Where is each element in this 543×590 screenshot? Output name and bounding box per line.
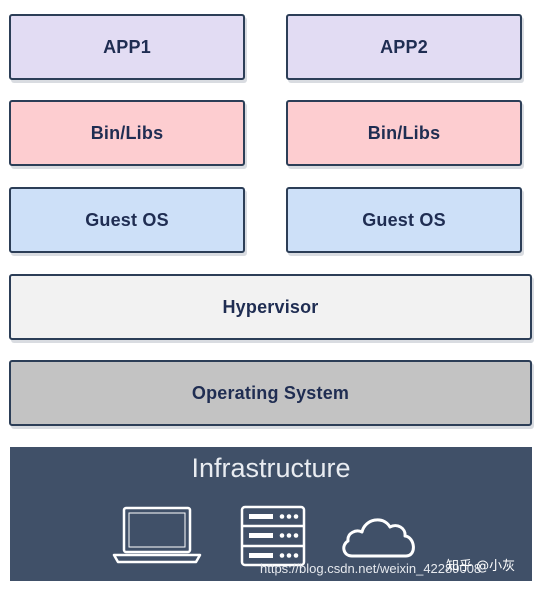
guest-os-block-right: Guest OS xyxy=(286,187,522,253)
hypervisor-label: Hypervisor xyxy=(222,296,319,317)
app2-block: APP2 xyxy=(286,14,522,80)
laptop-icon xyxy=(112,506,202,564)
zhihu-watermark: 知乎 @小灰 xyxy=(446,559,516,574)
watermark: 知乎 @小灰 https://blog.csdn.net/weixin_4228… xyxy=(260,559,515,576)
cloud-icon xyxy=(342,518,415,558)
app2-label: APP2 xyxy=(380,36,428,57)
app1-block: APP1 xyxy=(9,14,245,80)
bin-libs-block-left: Bin/Libs xyxy=(9,100,245,166)
bin-libs-label-left: Bin/Libs xyxy=(90,122,164,143)
bin-libs-label-right: Bin/Libs xyxy=(367,122,441,143)
app1-label: APP1 xyxy=(103,36,151,57)
guest-os-block-left: Guest OS xyxy=(9,187,245,253)
hypervisor-block: Hypervisor xyxy=(9,274,532,340)
infrastructure-title: Infrastructure xyxy=(191,453,351,483)
csdn-watermark-url: https://blog.csdn.net/weixin_42289008 xyxy=(260,561,482,576)
operating-system-block: Operating System xyxy=(9,360,532,426)
guest-os-label-right: Guest OS xyxy=(362,209,446,230)
bin-libs-block-right: Bin/Libs xyxy=(286,100,522,166)
guest-os-label-left: Guest OS xyxy=(85,209,169,230)
infrastructure-block: Infrastructure xyxy=(10,447,532,581)
operating-system-label: Operating System xyxy=(191,382,350,403)
server-icon xyxy=(240,505,306,567)
